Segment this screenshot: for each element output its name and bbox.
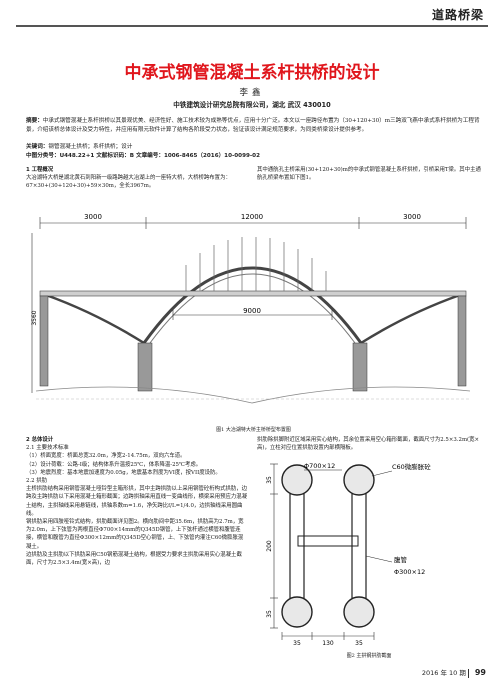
classification-text: 中图分类号：U448.22+1 文献标识码：B 文章编号：1006-8465（2… bbox=[26, 153, 260, 159]
dim-inner-span: 9000 bbox=[243, 307, 261, 315]
section-vertical-dims bbox=[270, 463, 278, 629]
dim-bot-height: 35 bbox=[266, 610, 273, 618]
tech-standard-3: （3）地震烈度：基本地震加速度为0.05g，地震基本烈度为VI度，按VII度设防… bbox=[26, 469, 221, 476]
abstract: 摘要：中承式钢管混凝土系杆拱桥以其景观优美、经济性好、施工技术较为成熟等优点，应… bbox=[26, 117, 481, 134]
section-2-2-title: 2.2 拱肋 bbox=[26, 478, 48, 485]
section-2-title: 2 总体设计 bbox=[26, 437, 54, 443]
tech-standard-1: （1）桥面宽度：桥面总宽32.0m，净宽2-14.75m，双向六车道。 bbox=[26, 453, 186, 460]
left-side-arch bbox=[45, 293, 145, 345]
header-rule bbox=[16, 25, 488, 27]
main-arch-inner bbox=[149, 273, 356, 344]
page-header: 道路桥梁 bbox=[0, 0, 504, 27]
figure-1-caption: 图1 大冶湖特大桥主桥桥型布置图 bbox=[216, 427, 291, 433]
dim-left-span: 3000 bbox=[84, 213, 102, 221]
chord-tubes bbox=[281, 464, 375, 628]
keywords-text: 钢管混凝土拱桥；系杆拱桥；设计 bbox=[48, 144, 133, 150]
footer-divider bbox=[467, 668, 469, 678]
classification: 中图分类号：U448.22+1 文献标识码：B 文章编号：1006-8465（2… bbox=[26, 152, 481, 161]
arch-paragraph-right: 拱肋除拱脚附近区域采用实心结构，其余位置采用空心箱形截面，截面尺寸为2.5×3.… bbox=[257, 437, 480, 452]
right-column-top: 其中通航孔主桥采用(30+120+30)m的中承式钢管混凝土系杆拱桥，引桥采用T… bbox=[257, 166, 481, 182]
dim-width-right: 35 bbox=[355, 640, 363, 646]
arch-paragraph-3: 边拱肋及主拱肋以下拱肋采用C50钢筋混凝土结构，根据受力要求主拱肋采用实心混凝土… bbox=[26, 551, 242, 567]
section-1-title: 1 工程概况 bbox=[26, 167, 54, 173]
web-tube-label: 腹管 bbox=[394, 555, 408, 564]
page-number: 99 bbox=[474, 668, 486, 677]
section-tag: 道路桥梁 bbox=[431, 8, 484, 22]
section-1-text-right: 其中通航孔主桥采用(30+120+30)m的中承式钢管混凝土系杆拱桥，引桥采用T… bbox=[257, 167, 481, 182]
right-column-body: 拱肋除拱脚附近区域采用实心结构，其余位置采用空心箱形截面，截面尺寸为2.5×3.… bbox=[257, 436, 481, 452]
arch-paragraph-1: 主桥拱肋结构采用钢管混凝土哑铃型主箱形拱，其中主跨拱肋以上采用钢管砼桁构式拱肋，… bbox=[26, 486, 248, 517]
dim-top-height: 35 bbox=[266, 476, 273, 484]
dim-height: 3560 bbox=[31, 310, 38, 325]
page-footer: 2016 年 10 期 99 bbox=[422, 667, 486, 678]
bridge-deck bbox=[39, 290, 467, 297]
dim-width-left: 35 bbox=[293, 640, 301, 646]
cross-tube bbox=[297, 535, 359, 547]
keywords-label: 关键词： bbox=[26, 144, 49, 150]
c60-label: C60微膨胀砼 bbox=[392, 462, 431, 471]
dim-width-mid: 130 bbox=[322, 640, 334, 646]
section-horizontal-dims bbox=[281, 632, 375, 640]
left-column-body: 2 总体设计 2.1 主要技术标准 （1）桥面宽度：桥面总宽32.0m，净宽2-… bbox=[26, 436, 248, 567]
hanger-group bbox=[185, 237, 327, 291]
issue-label: 2016 年 10 期 bbox=[421, 669, 466, 677]
web-tube-size: Φ300×12 bbox=[394, 568, 425, 576]
affiliation: 中铁建筑设计研究总院有限公司，湖北 武汉 430010 bbox=[173, 101, 331, 109]
figure-2-caption: 图2 主拱钢拱肋截面 bbox=[346, 653, 392, 659]
keywords: 关键词：钢管混凝土拱桥；系杆拱桥；设计 bbox=[26, 143, 481, 152]
arch-rib-section-figure: 35 200 35 Φ700×12 C60微膨胀砼 腹管 Φ300×12 35 … bbox=[266, 462, 431, 646]
left-column-top: 1 工程概况 大冶湖特大桥是湖北黄石到阳新一级路跨越大冶湖上的一座特大桥，大桥桥… bbox=[26, 166, 248, 191]
section-1-text: 大冶湖特大桥是湖北黄石到阳新一级路跨越大冶湖上的一座特大桥，大桥桥跨布置为：67… bbox=[26, 175, 231, 190]
right-side-arch bbox=[360, 293, 461, 345]
dim-right-span: 3000 bbox=[403, 213, 421, 221]
abstract-text: 中承式钢管混凝土系杆拱桥以其景观优美、经济性好、施工技术较为成熟等优点，应用十分… bbox=[26, 118, 480, 133]
abstract-label: 摘要： bbox=[26, 118, 43, 124]
bridge-elevation-figure: 3000 12000 3000 9000 3560 bbox=[31, 213, 471, 404]
main-arch-rib bbox=[142, 266, 363, 344]
dim-mid-height: 200 bbox=[266, 540, 273, 552]
author: 李鑫 bbox=[239, 88, 265, 98]
section-2-1-title: 2.1 主要技术标准 bbox=[26, 445, 69, 452]
ground-line bbox=[35, 386, 471, 404]
dim-main-span: 12000 bbox=[241, 213, 263, 221]
piers bbox=[39, 295, 467, 392]
arch-paragraph-2: 钢拱肋采用四肢哑铃式结构，拱肋截面详见图2。横向肋间中距35.6m，拱肋高为2.… bbox=[26, 519, 244, 550]
tech-standard-2: （2）设计荷载：公路-I级；结构体系升温按25℃，体系降温-25℃考虑。 bbox=[26, 461, 202, 468]
article-title: 中承式钢管混凝土系杆拱桥的设计 bbox=[124, 63, 380, 83]
chord-size-label: Φ700×12 bbox=[304, 462, 335, 470]
